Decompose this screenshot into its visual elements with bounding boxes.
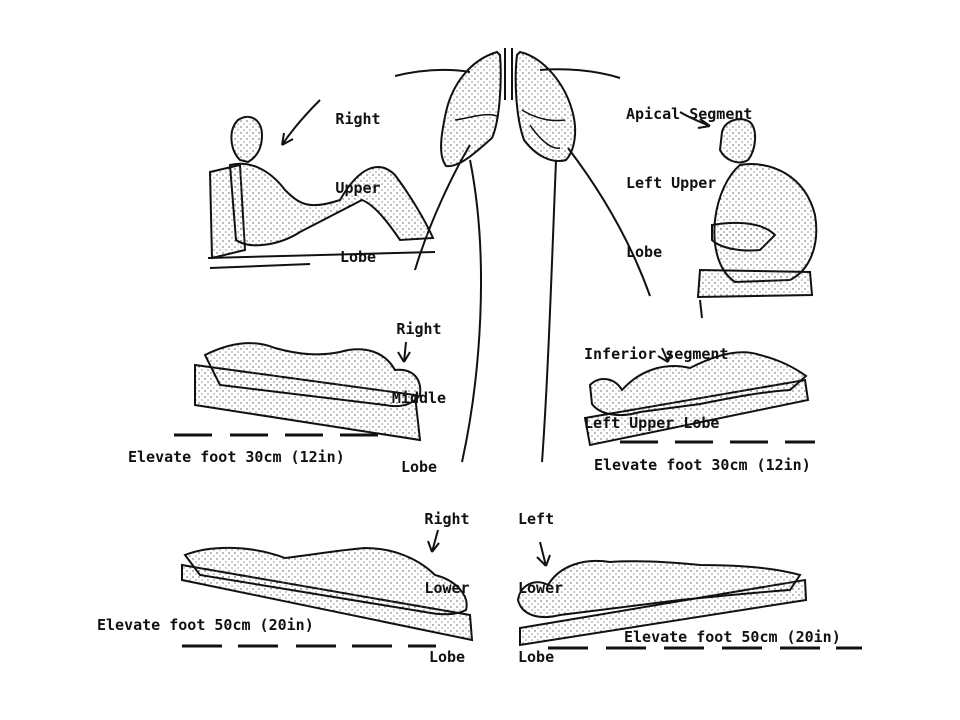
- leader-right-upper: [394, 68, 471, 77]
- label-line: Left: [518, 510, 555, 528]
- figure-right-middle-lobe: [174, 342, 422, 442]
- label-right-upper-lobe: Right Upper Lobe: [328, 62, 388, 292]
- leader-inferior: [567, 147, 651, 297]
- figure-right-lower-lobe: [181, 546, 474, 648]
- leader-right-lower: [461, 159, 483, 463]
- label-apical-segment: Apical Segment Left Upper Lobe: [626, 57, 752, 287]
- caption-elevate-30-right: Elevate foot 30cm (12in): [594, 456, 811, 474]
- figure-leaning-forward: [696, 118, 818, 319]
- label-line: Apical Segment: [626, 105, 753, 123]
- label-line: Left Upper: [626, 174, 717, 192]
- leader-apical: [539, 68, 621, 79]
- label-line: Lobe: [339, 248, 377, 266]
- arrow-right-middle: [397, 341, 411, 363]
- caption-elevate-30-left: Elevate foot 30cm (12in): [128, 448, 345, 466]
- label-left-lower-lobe: Left Lower Lobe: [518, 462, 563, 692]
- label-line: Right: [424, 510, 470, 528]
- leader-right-middle: [414, 144, 471, 271]
- figure-reclined-sitting: [207, 115, 436, 269]
- label-line: Upper: [335, 179, 381, 197]
- left-lung: [514, 50, 577, 162]
- label-line: Lobe: [400, 458, 438, 476]
- label-line: Lower: [424, 579, 470, 597]
- arrow-right-upper: [281, 99, 321, 146]
- lungs-illustration: [440, 48, 577, 168]
- leader-lines: [281, 68, 711, 567]
- label-line: Lobe: [428, 648, 466, 666]
- label-line: Right: [396, 320, 442, 338]
- leader-left-lower: [541, 159, 557, 463]
- label-line: Inferior segment: [584, 345, 729, 363]
- label-line: Lower: [518, 579, 564, 597]
- right-lung: [440, 50, 502, 168]
- caption-elevate-50-right: Elevate foot 50cm (20in): [624, 628, 841, 646]
- label-right-lower-lobe: Right Lower Lobe: [416, 462, 478, 692]
- label-inferior-segment: Inferior segment Left Upper Lobe: [584, 297, 729, 458]
- arrow-apical: [679, 111, 711, 129]
- label-line: Lobe: [626, 243, 663, 261]
- trachea: [504, 48, 513, 100]
- label-line: Middle: [391, 389, 447, 407]
- caption-elevate-50-left: Elevate foot 50cm (20in): [97, 616, 314, 634]
- label-line: Lobe: [518, 648, 555, 666]
- figure-left-lower-lobe: [516, 559, 862, 650]
- figure-inferior-segment: [583, 351, 815, 447]
- label-line: Right: [335, 110, 381, 128]
- label-line: Left Upper Lobe: [584, 414, 720, 432]
- arrow-right-lower: [427, 529, 440, 553]
- arrow-inferior: [657, 347, 672, 363]
- label-right-middle-lobe: Right Middle Lobe: [384, 272, 454, 502]
- arrow-left-lower: [536, 541, 551, 567]
